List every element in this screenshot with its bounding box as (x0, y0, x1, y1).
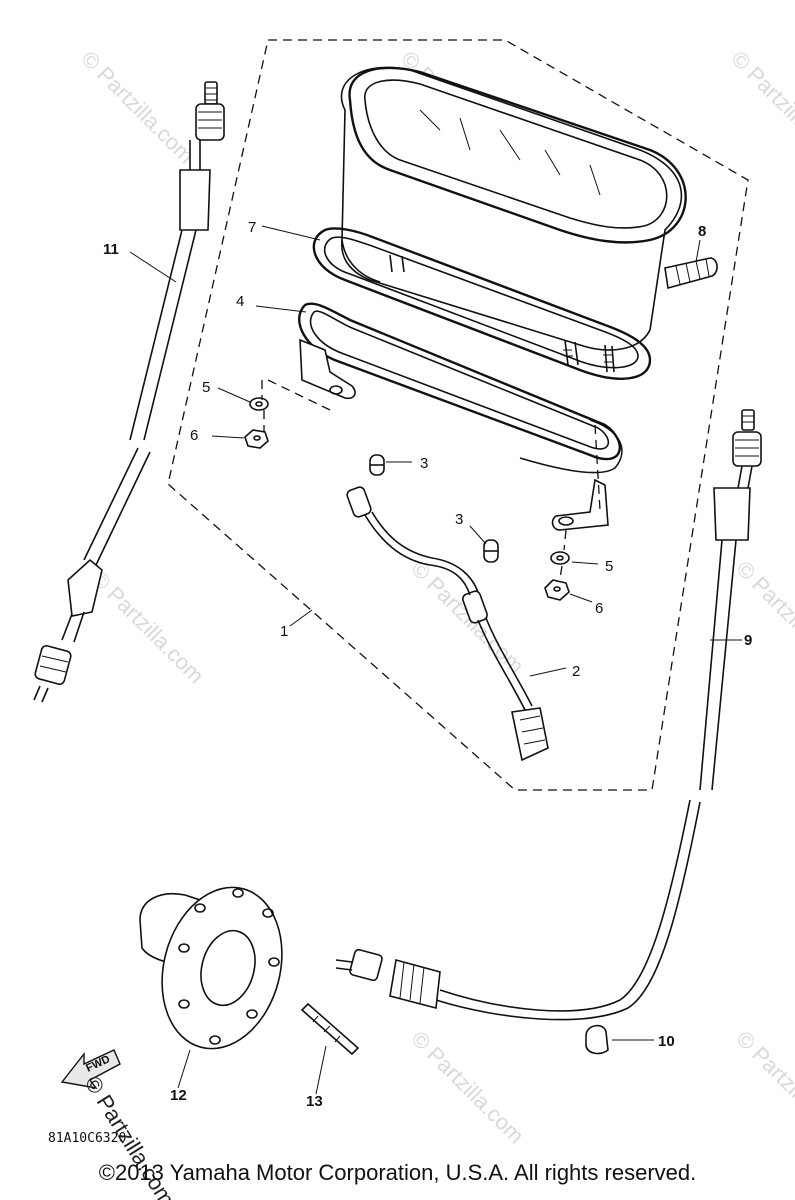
callout-5: 5 (202, 379, 210, 396)
callout-3: 3 (420, 455, 428, 472)
callout-7: 7 (248, 219, 256, 236)
callout-6: 6 (595, 600, 603, 617)
callout-12: 12 (170, 1087, 187, 1104)
cable-clip (585, 1024, 609, 1055)
watermark: © Partzilla.com (76, 46, 199, 169)
wire-harness (346, 486, 549, 762)
gear-housing (139, 886, 283, 1050)
watermark: © Partzilla.com (731, 1026, 795, 1149)
callout-8: 8 (698, 223, 706, 240)
callout-3: 3 (455, 511, 463, 528)
callout-10: 10 (658, 1033, 675, 1050)
callout-4: 4 (236, 293, 244, 310)
callout-6: 6 (190, 427, 198, 444)
washer (249, 397, 269, 411)
bulb (369, 454, 385, 476)
watermark: © Partzilla.com (406, 1026, 529, 1149)
callout-13: 13 (306, 1093, 323, 1110)
leader-lines (129, 225, 742, 1095)
meter-cable-left (33, 81, 225, 703)
watermark: © Partzilla.com (86, 566, 209, 689)
bulb (483, 539, 499, 563)
nut (244, 429, 269, 449)
meter-cable-right (335, 409, 762, 1021)
callout-11: 11 (103, 241, 119, 258)
callout-5: 5 (605, 558, 613, 575)
drive-shaft (300, 1002, 360, 1056)
watermark: © Partzilla.com (726, 46, 795, 169)
nut (544, 579, 570, 601)
callouts: 11 7 4 5 6 3 3 8 5 6 1 2 9 10 12 13 (103, 219, 752, 1110)
callout-9: 9 (744, 632, 752, 649)
watermark: © Partzilla.com (731, 556, 795, 679)
meter-housing (340, 66, 718, 373)
meter-bracket (298, 302, 623, 531)
callout-1: 1 (280, 623, 288, 640)
diagram-code: 81A10C6320 (48, 1131, 126, 1146)
copyright-notice: ©2013 Yamaha Motor Corporation, U.S.A. A… (98, 1160, 697, 1185)
callout-2: 2 (572, 663, 580, 680)
washer (550, 551, 570, 565)
gasket (312, 227, 652, 380)
